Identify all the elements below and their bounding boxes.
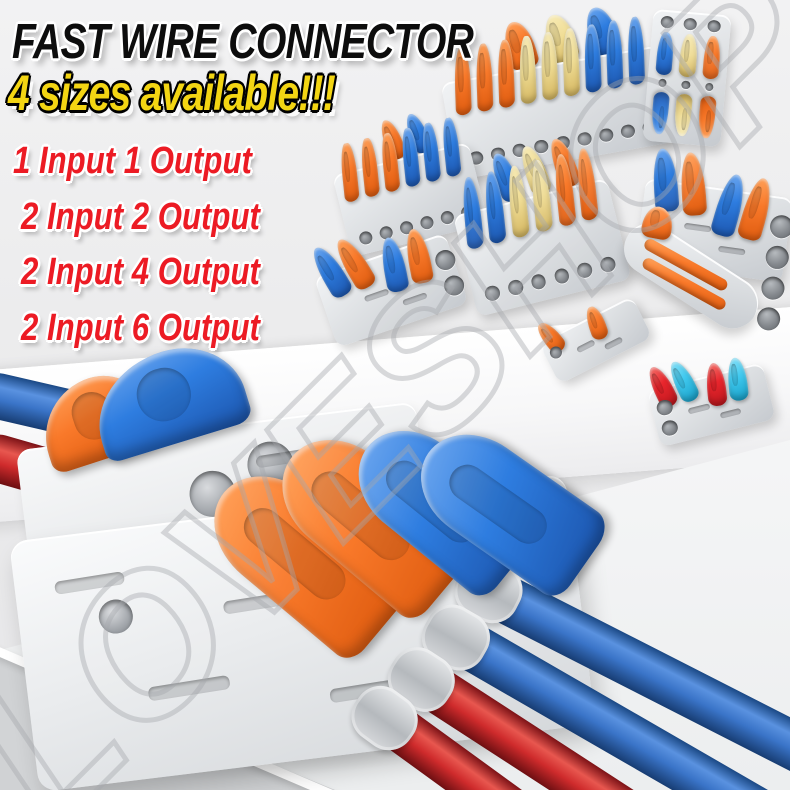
product-photo-3in-3out-vertical	[642, 8, 732, 148]
wire-hole	[755, 306, 782, 333]
lever-blue	[651, 147, 680, 213]
page-title: FAST WIRE CONNECTOR	[12, 15, 474, 69]
size-option-3: 2 Input 4 Output	[21, 251, 260, 293]
lever-orange	[474, 42, 493, 113]
size-option-2: 2 Input 2 Output	[21, 196, 260, 238]
lever-yellow	[561, 26, 580, 98]
page-subtitle: 4 sizes available!!!	[8, 65, 336, 121]
lever-orange	[678, 151, 707, 217]
lever-blue	[626, 15, 645, 86]
lever-cyan	[725, 357, 749, 402]
lever-blue	[604, 19, 623, 90]
size-option-4: 2 Input 6 Output	[21, 307, 260, 349]
product-photo-2in-2out-red-cyan	[642, 343, 776, 448]
lever-red	[704, 362, 728, 408]
size-option-1: 1 Input 1 Output	[13, 140, 252, 182]
